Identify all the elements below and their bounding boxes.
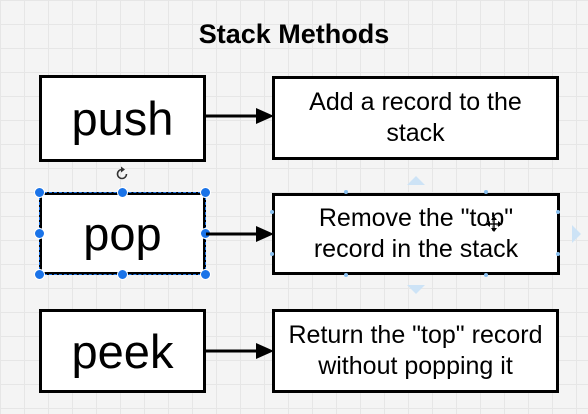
resize-handle-left[interactable] [34, 228, 45, 239]
description-line-pop-2: record in the stack [313, 235, 519, 263]
connection-point[interactable] [270, 210, 274, 214]
resize-handle-top-left[interactable] [34, 187, 45, 198]
rotate-icon[interactable] [114, 166, 130, 182]
diagram-title: Stack Methods [198, 19, 390, 49]
description-line-peek-2: without popping it [318, 352, 513, 380]
description-box-peek[interactable]: Return the "top" record without popping … [272, 309, 559, 393]
resize-handle-bottom-left[interactable] [34, 269, 45, 280]
arrow-push [206, 108, 274, 124]
description-box-pop[interactable]: Remove the "top" record in the stack [272, 193, 560, 275]
arrow-pop [206, 226, 274, 242]
connection-point[interactable] [556, 252, 560, 256]
method-label-pop: pop [83, 207, 162, 260]
resize-handle-bottom-right[interactable] [200, 269, 211, 280]
description-line-pop-1: Remove the "top" [318, 204, 514, 232]
method-box-peek[interactable]: peek [39, 309, 206, 393]
method-box-push[interactable]: push [39, 75, 206, 162]
description-box-push[interactable]: Add a record to the stack [272, 76, 559, 160]
selection-outline [39, 192, 206, 275]
connection-point[interactable] [344, 273, 348, 277]
description-line-peek-1: Return the "top" record [288, 321, 543, 349]
resize-handle-bottom[interactable] [117, 269, 128, 280]
method-label-peek: peek [71, 324, 174, 378]
resize-handle-top[interactable] [117, 187, 128, 198]
connection-point[interactable] [484, 273, 488, 277]
description-line-push-2: stack [386, 119, 445, 147]
connect-arrow-right-icon[interactable] [572, 225, 582, 243]
connect-arrow-up-icon[interactable] [407, 175, 425, 185]
arrow-peek [206, 343, 274, 359]
method-label-push: push [71, 92, 174, 145]
resize-handle-top-right[interactable] [200, 187, 211, 198]
connection-point[interactable] [484, 190, 488, 194]
connection-point[interactable] [556, 210, 560, 214]
move-cursor-icon [486, 216, 502, 232]
connection-point[interactable] [344, 190, 348, 194]
connect-arrow-down-icon[interactable] [407, 285, 425, 295]
connection-point[interactable] [270, 252, 274, 256]
description-line-push-1: Add a record to the [309, 88, 522, 116]
